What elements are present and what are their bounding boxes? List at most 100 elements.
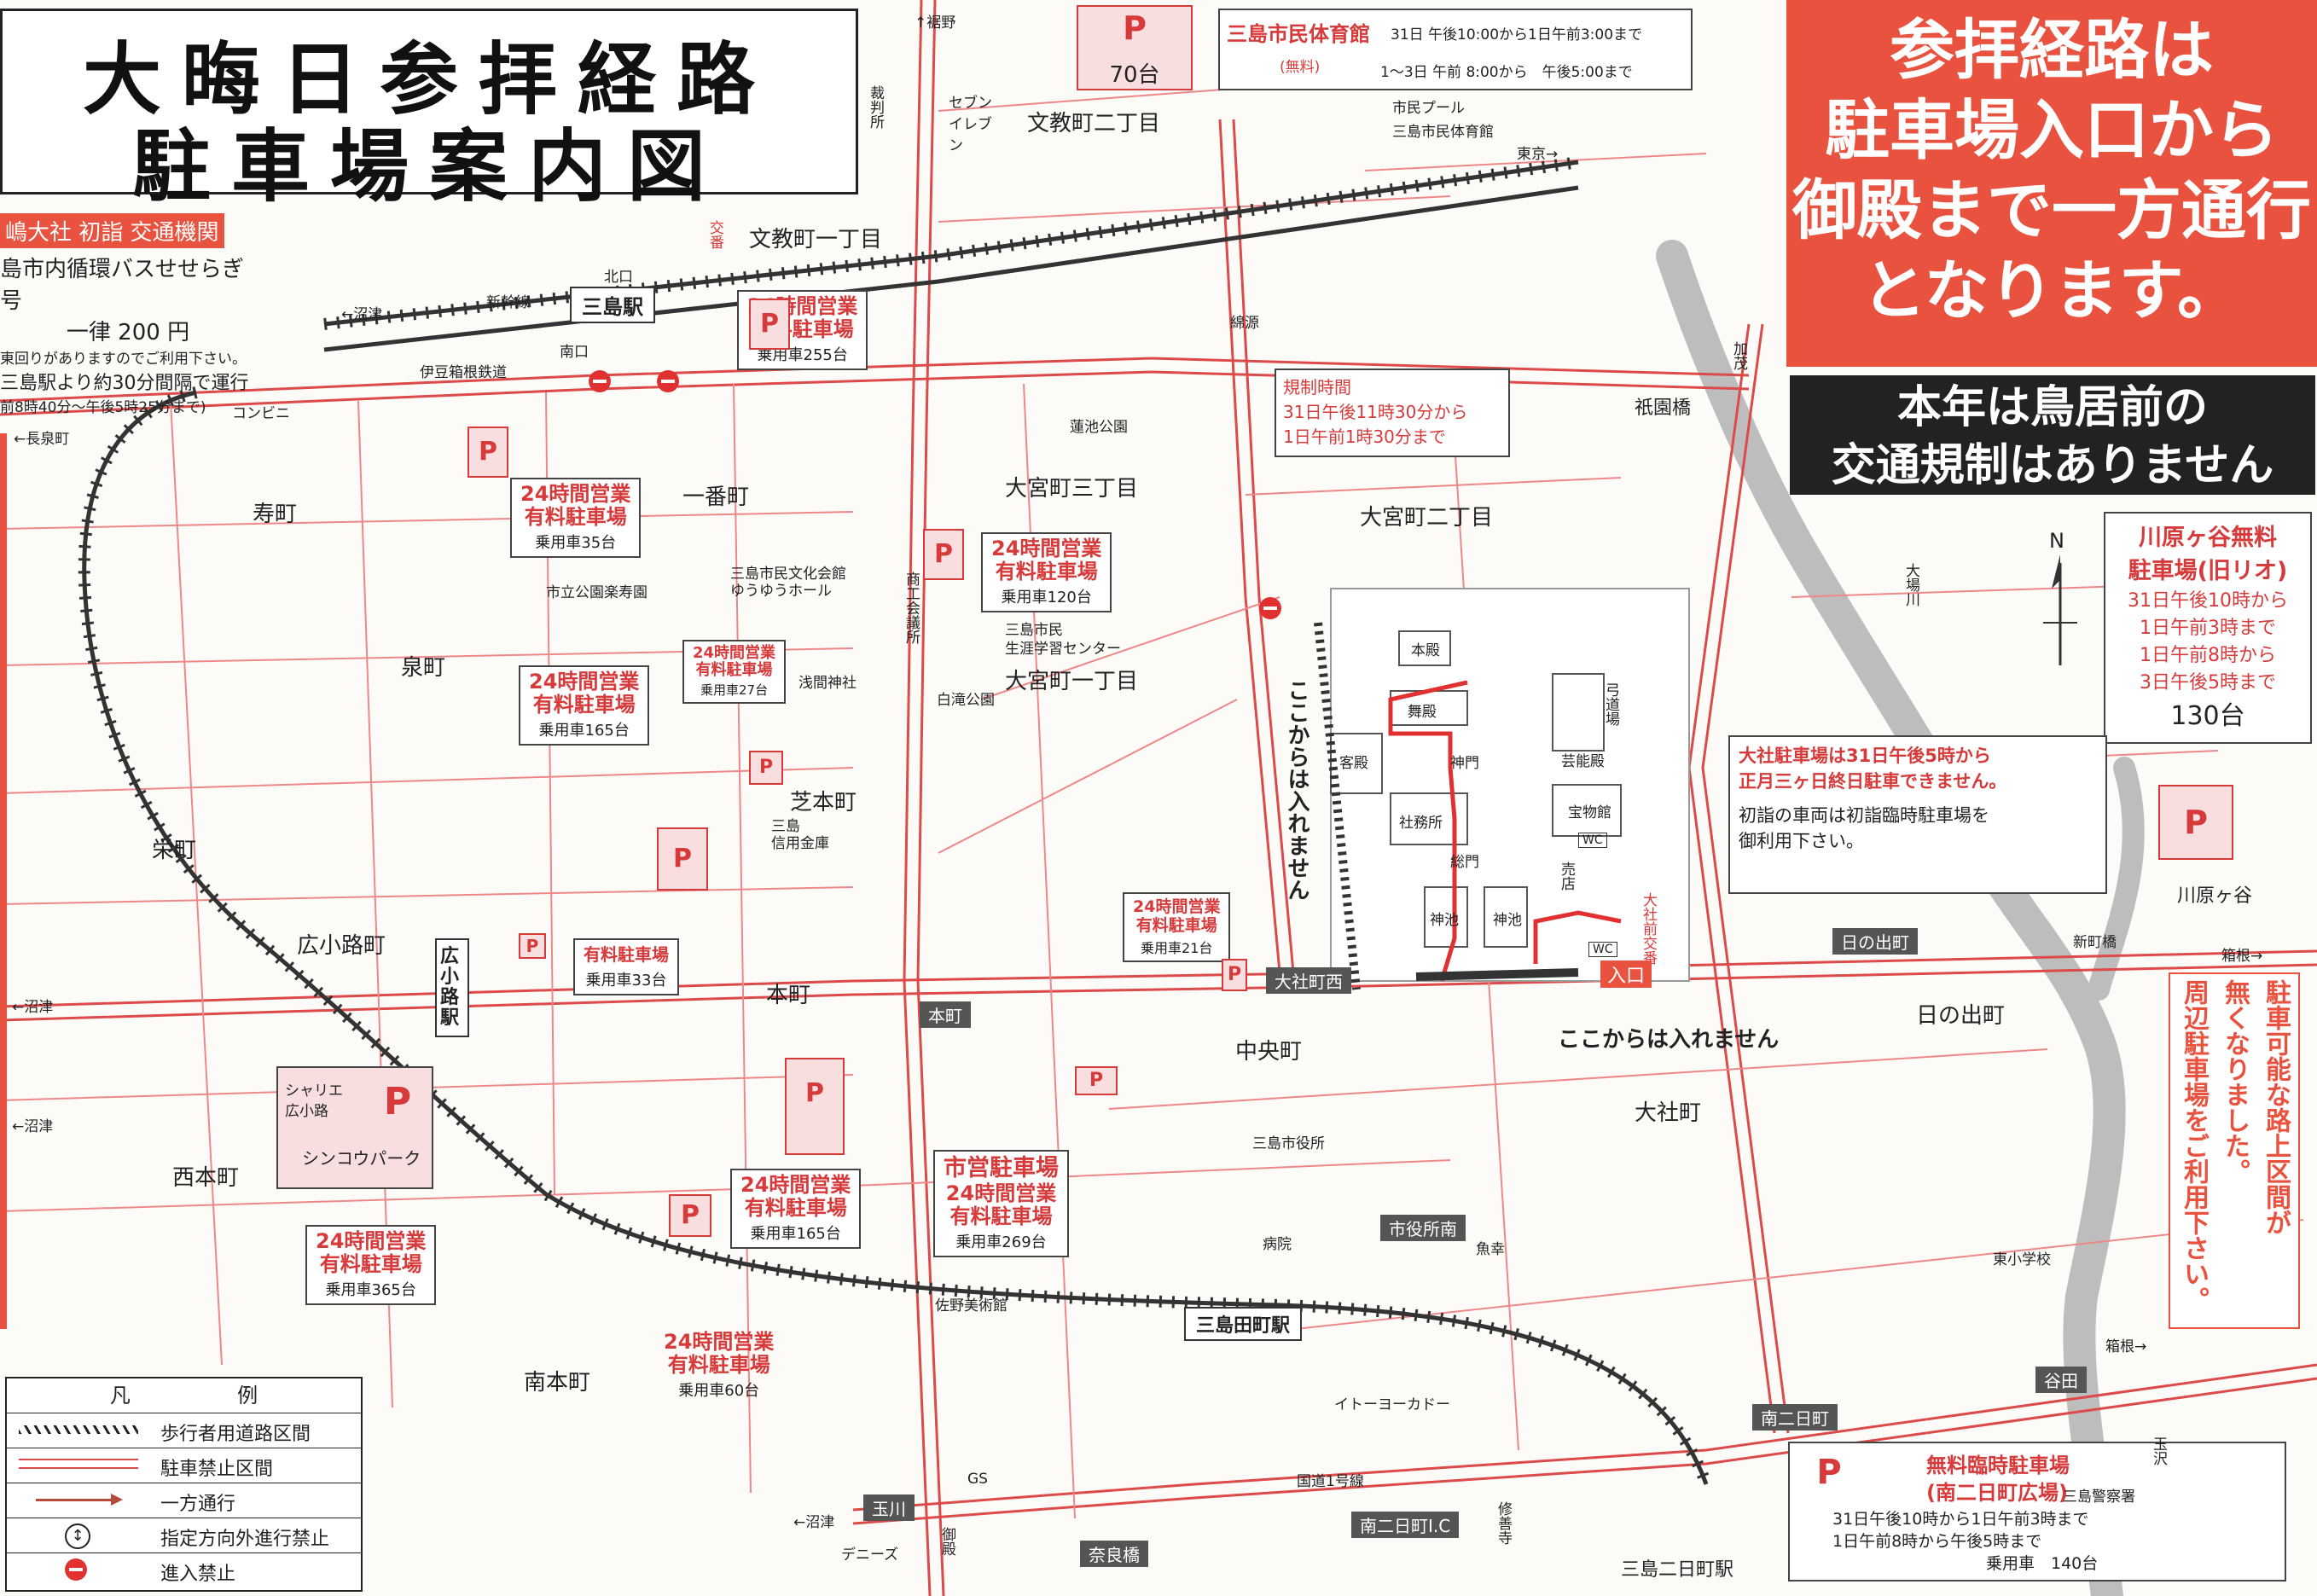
one-way-arrowhead-icon xyxy=(111,1494,123,1506)
town-label: 寿町 xyxy=(253,502,298,527)
place-label: 蓮池公園 xyxy=(1070,419,1128,436)
parking-lot-title: 24時間営業 xyxy=(740,1173,851,1197)
parking-lot-capacity: 乗用車165台 xyxy=(750,1225,841,1243)
parking-p-mark: P xyxy=(669,1194,711,1237)
legend-label: 一方通行 xyxy=(160,1494,236,1515)
place-label: 新幹線 xyxy=(486,294,530,311)
parking-p-mark: P xyxy=(519,933,546,959)
parking-lot-21: 24時間営業 有料駐車場 乗用車21台 xyxy=(1123,892,1231,962)
parking-p-mark: P xyxy=(467,427,508,478)
kawaragaya-title-2: 駐車場(旧リオ) xyxy=(2128,558,2288,584)
notice-line-3: 御殿まで一方通行 xyxy=(1792,172,2311,248)
bus-info-header: 嶋大社 初詣 交通機関 xyxy=(0,213,224,248)
mishima-taisha-precinct xyxy=(1314,588,1690,990)
gym-hours-2: 1～3日 午前 8:00から 午後5:00まで xyxy=(1380,64,1633,81)
station-hirokoji: 広小路駅 xyxy=(435,938,469,1037)
legend-row-no-turn: ↕ 指定方向外進行禁止 xyxy=(7,1518,361,1552)
place-label: 商工会議所 xyxy=(903,572,920,644)
wc-icon: WC xyxy=(1588,942,1617,957)
parking-p-mark: P xyxy=(749,751,783,785)
station-mishima: 三島駅 xyxy=(570,287,655,323)
free-lot-title-1: 無料臨時駐車場 xyxy=(1926,1454,2070,1477)
parking-lot-365: 24時間営業 有料駐車場 乗用車365台 xyxy=(305,1225,437,1305)
town-label: 大社町 xyxy=(1635,1100,1702,1126)
one-way-notice-panel: 参拝経路は 駐車場入口から 御殿まで一方通行 となります。 xyxy=(1786,0,2317,367)
no-entry-icon xyxy=(65,1558,87,1581)
shrine-label: 芸能殿 xyxy=(1561,753,1605,770)
parking-p-mark: P xyxy=(657,827,708,891)
parking-lot-capacity: 乗用車269台 xyxy=(955,1233,1047,1251)
title-box: 大晦日参拝経路 駐車場案内図 xyxy=(0,9,858,212)
direction-label: 玉沢 xyxy=(2150,1436,2167,1465)
title-line-2: 駐車場案内図 xyxy=(131,120,726,212)
direction-label: 東京→ xyxy=(1517,146,1559,163)
walkway-swatch-icon xyxy=(19,1425,138,1434)
place-label: 三島 xyxy=(771,818,800,835)
town-label: 西本町 xyxy=(172,1165,240,1191)
parking-lot-title: 有料駐車場 xyxy=(1135,916,1217,935)
legend-row-no-entry: 進入禁止 xyxy=(7,1552,361,1587)
town-label: 大宮町三丁目 xyxy=(1005,476,1139,502)
no-regulation-line-2: 交通規制はありません xyxy=(1831,440,2274,491)
gym-p-mark: P xyxy=(1123,9,1147,47)
free-lot-line-3: 乗用車 140台 xyxy=(1986,1554,2099,1573)
parking-lot-title: 24時間営業 xyxy=(945,1181,1057,1205)
kawaragaya-title-1: 川原ヶ谷無料 xyxy=(2139,525,2277,551)
direction-label: 箱根→ xyxy=(2221,948,2263,965)
place-label: イトーヨーカドー xyxy=(1334,1396,1450,1413)
place-label: 魚幸 xyxy=(1476,1241,1505,1258)
place-label: 浅間神社 xyxy=(798,675,857,692)
parking-lot-title: 24時間営業 xyxy=(1133,897,1221,916)
parking-lot-capacity: 乗用車35台 xyxy=(535,534,617,552)
place-label: セブンイレブン xyxy=(949,95,992,154)
shrine-label: 宝物館 xyxy=(1568,804,1611,821)
parking-lot-120: 24時間営業 有料駐車場 乗用車120台 xyxy=(981,532,1112,612)
place-label: デニーズ xyxy=(841,1547,899,1564)
place-label: 南口 xyxy=(560,344,589,361)
entrance-label: 入口 xyxy=(1600,961,1652,988)
parking-lot-title: 24時間営業 xyxy=(520,482,631,506)
kawaragaya-line-4: 3日午後5時まで xyxy=(2140,672,2276,694)
parking-lot-capacity: 乗用車365台 xyxy=(325,1281,416,1299)
north-label: N xyxy=(2049,529,2064,553)
parking-lot-capacity: 乗用車120台 xyxy=(1001,589,1092,606)
direction-label: 加茂 xyxy=(1730,341,1747,370)
town-label: 本町 xyxy=(766,983,811,1008)
place-label: 三島市役所 xyxy=(1252,1135,1325,1152)
title-line-1: 大晦日参拝経路 xyxy=(82,33,775,125)
one-way-arrow-icon xyxy=(36,1499,113,1501)
place-label: 三島警察署 xyxy=(2063,1489,2135,1506)
kawaragaya-capacity: 130台 xyxy=(2170,701,2245,731)
place-label: コンビニ xyxy=(232,405,290,422)
parking-lot-capacity: 乗用車27台 xyxy=(700,682,769,698)
gym-name: 三島市民体育館 xyxy=(1227,22,1370,46)
place-label: 新町橋 xyxy=(2073,934,2117,951)
legend: 凡 例 歩行者用道路区間 駐車禁止区間 一方通行 ↕ 指定方向外進行禁止 進入禁… xyxy=(5,1377,363,1592)
legend-row-one-way: 一方通行 xyxy=(7,1483,361,1518)
court-label: 裁判所 xyxy=(867,85,884,129)
parking-lot-title: 24時間営業 xyxy=(664,1330,775,1354)
no-parking-swatch-icon xyxy=(19,1459,138,1469)
roadside-notice-col-3: 周辺駐車場をご利用下さい。 xyxy=(2179,979,2209,1312)
town-label: 文教町二丁目 xyxy=(1027,111,1161,136)
town-label: 南本町 xyxy=(524,1370,591,1396)
place-label: 病院 xyxy=(1263,1236,1292,1253)
gym-hours-1: 31日 午後10:00から1日午前3:00まで xyxy=(1391,26,1643,44)
notice-line-4: となります。 xyxy=(1861,252,2243,328)
roadside-notice-col-2: 無くなりました。 xyxy=(2220,979,2250,1184)
no-entry-icon xyxy=(589,370,611,392)
direction-label: ↑裾野 xyxy=(915,15,956,32)
taisha-notice-line-3: 初詣の車両は初詣臨時駐車場を xyxy=(1739,805,1989,826)
place-label: GS xyxy=(967,1471,988,1488)
place-label: 国道1号線 xyxy=(1297,1473,1364,1490)
taisha-lot-notice: 大社駐車場は31日午後5時から 正月三ヶ日終日駐車できません。 初詣の車両は初詣… xyxy=(1728,735,2107,894)
taisha-notice-line-1: 大社駐車場は31日午後5時から xyxy=(1739,746,1991,766)
parking-p-mark: P xyxy=(1222,959,1247,991)
gym-fee: (無料) xyxy=(1280,59,1321,76)
bus-info-line4: 東回りがありますのでご利用下さい。 xyxy=(0,351,247,368)
bus-info-line5: 三島駅より約30分間隔で運行 xyxy=(0,373,249,394)
place-label: 三島市民文化会館 xyxy=(730,566,846,583)
parking-p-mark: P xyxy=(749,299,790,350)
gym-info: 三島市民体育館 (無料) 31日 午後10:00から1日午前3:00まで 1～3… xyxy=(1218,9,1693,90)
shrine-label: 総門 xyxy=(1450,854,1479,871)
